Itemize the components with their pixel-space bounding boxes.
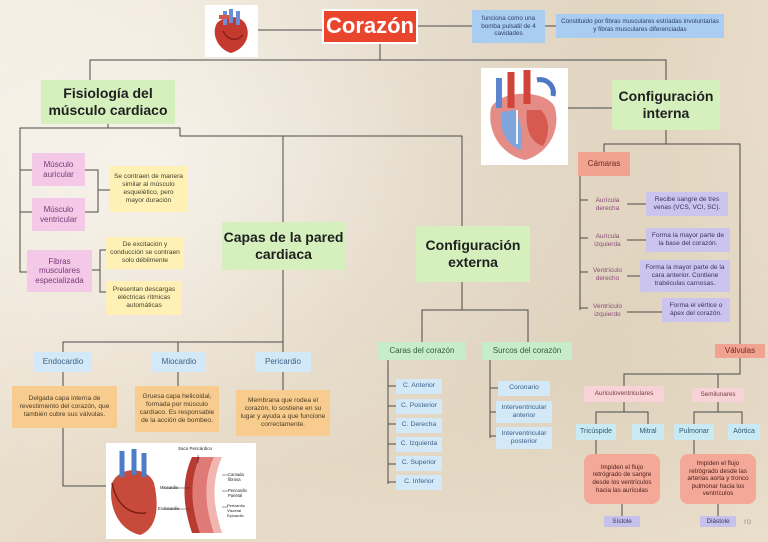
- valve-aortica: Aórtica: [728, 424, 760, 440]
- miocardio-description: Gruesa capa helicoidal, formada por músc…: [135, 386, 219, 432]
- semilunares-box: Semilunares: [692, 388, 744, 402]
- camaras-box: Cámaras: [578, 152, 630, 176]
- endocardio-box: Endocardio: [34, 352, 92, 372]
- auriculoventriculares-box: Auriculoventriculares: [584, 386, 664, 402]
- diastole-badge: Diástole: [700, 516, 736, 527]
- heart-layers-illustration: Saco Pericárdico Camada fibrosa Pericard…: [106, 443, 256, 539]
- valvulas-box: Válvulas: [715, 344, 765, 358]
- title-note-box: funciona como una bomba pulsatil de 4 ca…: [472, 10, 545, 43]
- miocardio-box: Miocardio: [152, 352, 206, 372]
- page-title: Corazón: [322, 9, 418, 44]
- cara-item: C. Anterior: [396, 379, 442, 394]
- surco-item: Interventricular anterior: [496, 401, 552, 423]
- sistole-badge: Sístole: [604, 516, 640, 527]
- title-note2-box: Constituido por fibras musculares estria…: [556, 14, 724, 38]
- camara-description: Forma el vértice o ápex del corazón.: [662, 298, 730, 322]
- label-pericardio-parietal: Pericardio Parietal: [228, 488, 247, 498]
- fisiologia-heading: Fisiología del músculo cardiaco: [41, 80, 175, 124]
- surco-item: Coronario: [498, 381, 550, 396]
- muscle-description: Se contraen de manera similar al músculo…: [110, 166, 187, 212]
- heart-cross-section-illustration: [481, 68, 568, 165]
- label-pericardio-visceral: Pericardio Visceral Epicardio: [227, 503, 246, 518]
- caras-box: Caras del corazón: [378, 342, 466, 360]
- camara-name: Aurícula izquierda: [594, 233, 621, 248]
- surcos-box: Surcos del corazón: [482, 342, 572, 360]
- especializada-description-1: De excitación y conducción se contraen s…: [106, 237, 184, 269]
- av-description: Impiden el flujo retrógrado de sangre de…: [584, 454, 660, 504]
- camara-description: Forma la mayor parte de la base del cora…: [646, 228, 730, 252]
- cara-item: C. Izquierda: [396, 437, 442, 452]
- externa-heading: Configuración externa: [416, 226, 530, 282]
- label-miocardio: Miocardio: [160, 485, 179, 490]
- label-capa-fibrosa: Camada fibrosa: [228, 472, 244, 482]
- cara-item: C. Inferior: [396, 475, 442, 490]
- capas-heading: Capas de la pared cardiaca: [222, 222, 345, 270]
- valve-mitral: Mitral: [632, 424, 664, 440]
- pericardio-description: Membrana que rodea el corazón, lo sostie…: [236, 390, 330, 436]
- musculo-ventricular-box: Músculo ventricular: [32, 198, 85, 231]
- fibras-especializada-box: Fibras musculares especializada: [27, 250, 92, 292]
- interna-heading: Configuración interna: [612, 80, 720, 130]
- valve-pulmonar: Pulmonar: [674, 424, 714, 440]
- valve-tricuspide: Tricúspide: [576, 424, 616, 440]
- camara-name: Ventrículo derecho: [593, 267, 622, 282]
- pericardio-box: Pericardio: [255, 352, 311, 372]
- cara-item: C. Derecha: [396, 418, 442, 433]
- surco-item: Interventricular posterior: [496, 427, 552, 449]
- label-endocardio: Endocardio: [158, 506, 180, 511]
- label-saco-pericardico: Saco Pericárdico: [178, 446, 213, 451]
- camara-name: Aurícula derecha: [595, 197, 620, 212]
- camara-description: Recibe sangre de tres venas (VCS, VCI, S…: [646, 192, 728, 216]
- cara-item: C. Superior: [396, 456, 442, 471]
- watermark: ro: [744, 517, 752, 526]
- cara-item: C. Posterior: [396, 399, 442, 414]
- musculo-auricular-box: Músculo auricular: [32, 153, 85, 186]
- camara-name: Ventrículo izquierdo: [593, 303, 622, 318]
- heart-illustration: [205, 5, 258, 57]
- camara-description: Forma la mayor parte de la cara anterior…: [640, 260, 730, 292]
- endocardio-description: Delgada capa interna de revestimiento de…: [12, 386, 117, 428]
- especializada-description-2: Presentan descargas eléctricas rítmicas …: [106, 281, 182, 315]
- sl-description: Impiden el flujo retrógrado desde las ar…: [680, 454, 756, 504]
